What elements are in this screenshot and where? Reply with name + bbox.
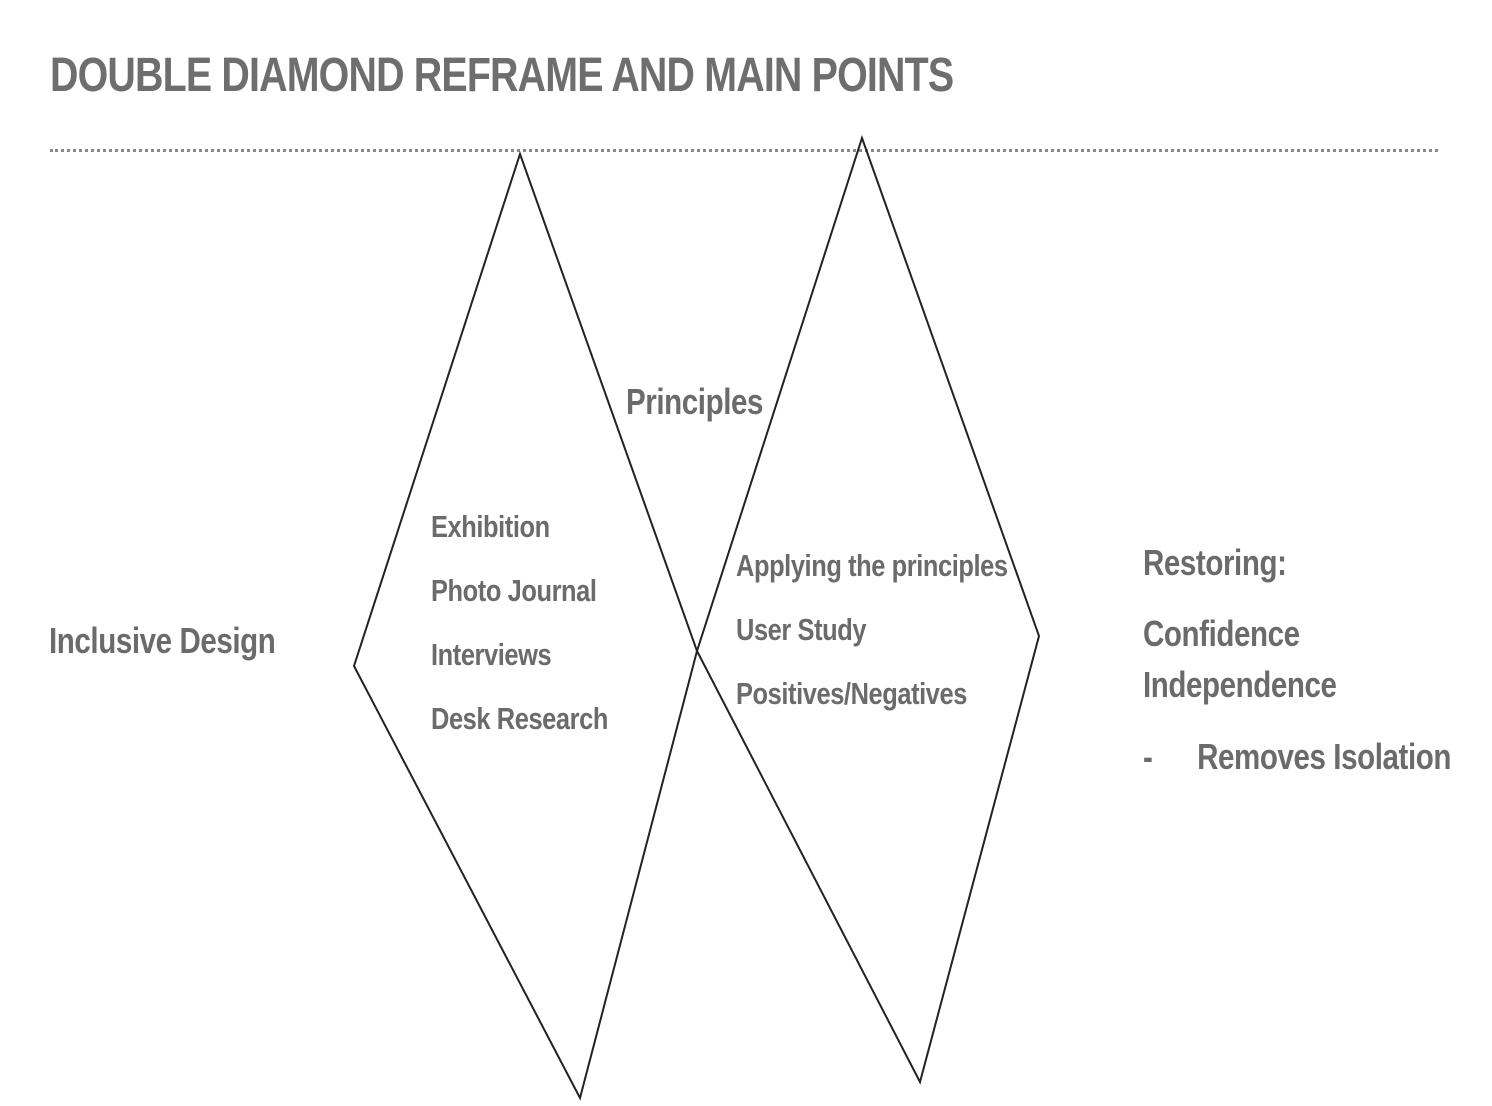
diamond-1-shape [352, 150, 699, 1101]
diamond-1-item: Interviews [431, 637, 552, 672]
bullet-dash: - [1143, 736, 1153, 777]
outcome-list: Confidence Independence [1143, 612, 1337, 714]
outcome-heading: Restoring: [1143, 542, 1287, 583]
diamond-2-item: User Study [736, 612, 867, 647]
title-divider [50, 149, 1438, 152]
diamond-2-list: Applying the principles User Study Posit… [736, 546, 1008, 738]
outcome-bullet: - Removes Isolation [1143, 736, 1451, 778]
slide-title: DOUBLE DIAMOND REFRAME AND MAIN POINTS [50, 49, 954, 102]
diamond-2-item: Applying the principles [736, 548, 1008, 583]
start-label: Inclusive Design [49, 620, 276, 661]
diamond-1-item: Exhibition [431, 509, 550, 544]
bullet-text: Removes Isolation [1197, 736, 1451, 777]
diamond-1-item: Photo Journal [431, 573, 597, 608]
diamond-1-list: Exhibition Photo Journal Interviews Desk… [431, 507, 608, 763]
bridge-label: Principles [626, 381, 764, 422]
outcome-item: Independence [1143, 664, 1337, 705]
diamond-1-item: Desk Research [431, 701, 608, 736]
diamond-2-shape [695, 134, 1041, 1085]
diamond-2-item: Positives/Negatives [736, 676, 967, 711]
outcome-item: Confidence [1143, 613, 1300, 654]
